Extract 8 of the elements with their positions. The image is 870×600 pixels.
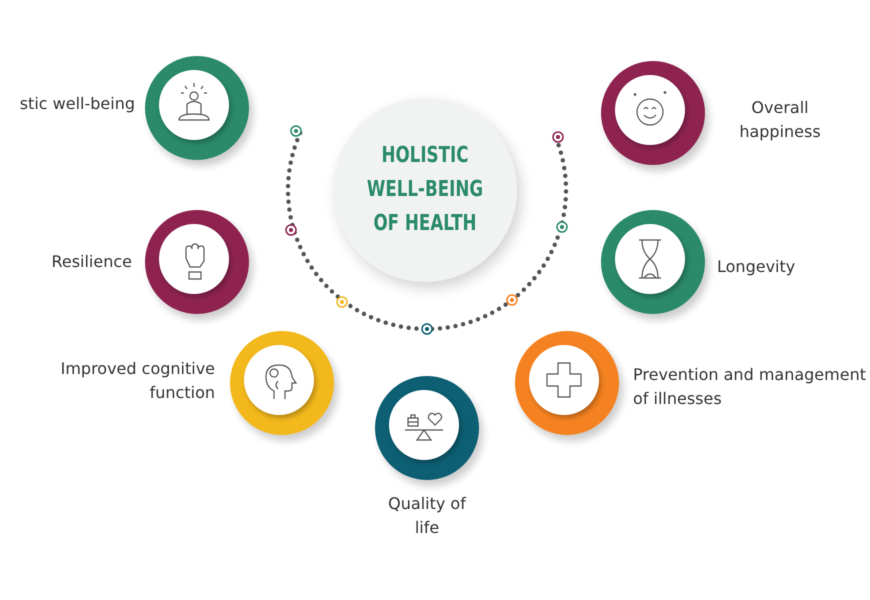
item-caption: stic well-being <box>18 93 135 115</box>
item-caption: Prevention and management of illnesses <box>633 364 867 410</box>
item-caption: Quality of life <box>387 493 468 539</box>
item-caption: Resilience <box>50 251 132 273</box>
item-caption: Longevity <box>717 256 796 278</box>
item-caption: Overall happiness <box>738 97 822 143</box>
item-caption: Improved cognitive function <box>60 358 215 404</box>
center-title: HOLISTIC WELL-BEING OF HEALTH <box>366 142 484 238</box>
